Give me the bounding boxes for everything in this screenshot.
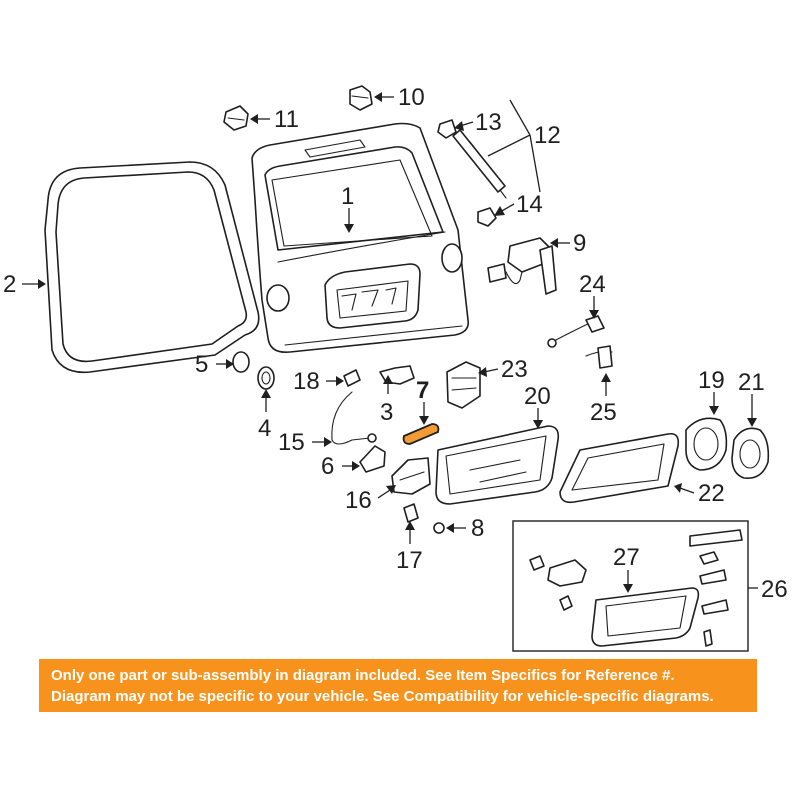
part-23-lock-assembly [446, 361, 481, 409]
callout-2: 2 [3, 271, 16, 298]
part-22-trim-seal [559, 432, 680, 504]
callout-7: 7 [416, 377, 429, 404]
callout-15: 15 [278, 429, 305, 456]
part-9-lock-actuator [487, 237, 557, 295]
part-8-screw [433, 522, 445, 534]
callout-5: 5 [195, 351, 208, 378]
callout-25: 25 [590, 399, 617, 426]
part-12-gas-strut [452, 129, 507, 199]
part-16-handle [391, 457, 431, 495]
callout-8: 8 [471, 515, 484, 542]
part-24-wire-harness [547, 315, 605, 348]
callout-26: 26 [761, 576, 788, 603]
callout-6: 6 [321, 453, 334, 480]
part-25-wire-harness [585, 345, 613, 369]
part-19-cover [685, 417, 728, 471]
part-17-bracket [403, 503, 419, 523]
disclaimer-line-1: Only one part or sub-assembly in diagram… [51, 667, 675, 684]
part-7-highlighted [402, 423, 440, 445]
callout-16: 16 [345, 487, 372, 514]
part-26-assembly-inset [512, 520, 749, 652]
leader-lines [22, 92, 758, 593]
part-10-hinge [349, 85, 373, 111]
part-14-ball-stud-lower [477, 207, 497, 227]
part-15-release-cable [331, 391, 377, 445]
callout-labels: 1 2 3 4 5 6 7 8 9 10 11 12 13 14 15 16 1… [3, 84, 788, 603]
disclaimer-banner: Only one part or sub-assembly in diagram… [39, 659, 757, 712]
part-13-ball-stud [437, 119, 457, 139]
callout-19: 19 [698, 367, 725, 394]
callout-12: 12 [534, 122, 561, 149]
callout-23: 23 [501, 356, 528, 383]
callout-22: 22 [698, 480, 725, 507]
part-21-cover [731, 427, 770, 479]
callout-1: 1 [341, 183, 354, 210]
callout-10: 10 [398, 84, 425, 111]
part-20-door-trim [435, 425, 560, 505]
callout-27: 27 [613, 544, 640, 571]
part-2-weatherstrip [44, 161, 260, 374]
callout-20: 20 [524, 383, 551, 410]
part-1-back-door [251, 122, 470, 354]
callout-3: 3 [380, 399, 393, 426]
callout-9: 9 [573, 230, 586, 257]
callout-11: 11 [274, 106, 299, 133]
disclaimer-line-2: Diagram may not be specific to your vehi… [51, 688, 714, 705]
part-6-latch [359, 445, 386, 473]
callout-4: 4 [258, 415, 271, 442]
callout-14: 14 [516, 191, 543, 218]
part-11-hinge [223, 105, 249, 131]
part-5-plug [232, 351, 250, 373]
callout-21: 21 [738, 369, 765, 396]
callout-13: 13 [475, 109, 502, 136]
callout-24: 24 [579, 271, 606, 298]
callout-18: 18 [293, 368, 320, 395]
part-4-plug [257, 366, 275, 390]
callout-17: 17 [396, 547, 423, 574]
part-18-clip [343, 369, 361, 387]
